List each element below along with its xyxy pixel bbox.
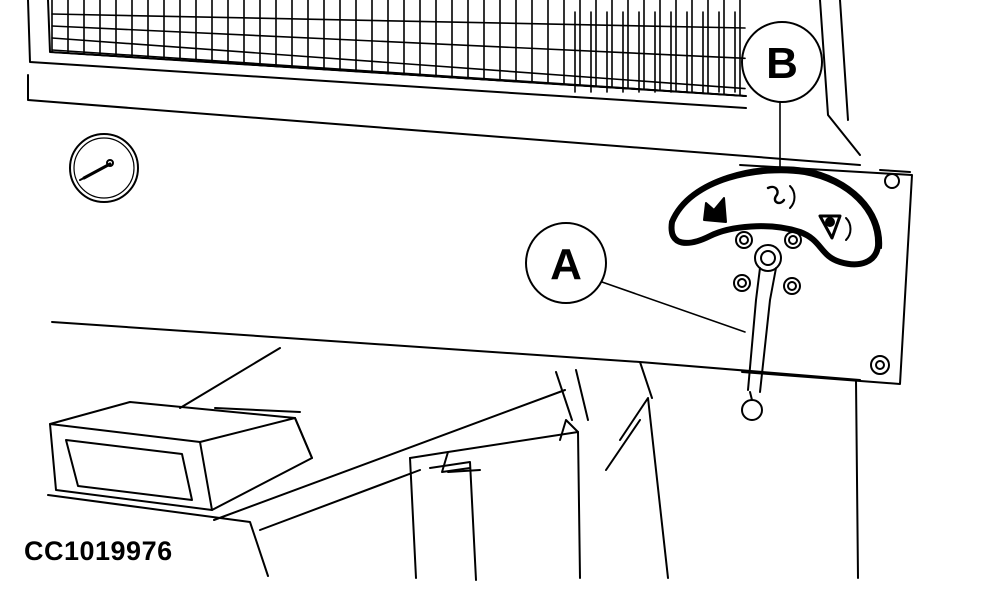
mesh-line (51, 25, 746, 60)
callout-a-label: A (550, 240, 582, 289)
window-mesh (51, 0, 746, 97)
seat-frame (47, 347, 859, 581)
mesh-line (51, 51, 746, 97)
figure-id: CC1019976 (24, 536, 173, 566)
bucket-mode-icon (703, 197, 727, 223)
control-lever (741, 244, 782, 421)
mesh-line (51, 13, 746, 29)
selector-arc (668, 166, 883, 268)
callout-a-circle (525, 222, 607, 304)
leader-lines (601, 101, 781, 333)
control-plate (739, 164, 913, 385)
center-mode-icon (766, 185, 786, 205)
console-box (49, 401, 313, 511)
callout-b-circle (741, 21, 823, 103)
callout-b-label: B (766, 39, 798, 88)
mounting-bolts (733, 231, 802, 295)
hydraulic-mode-icons (703, 185, 852, 241)
mesh-line (51, 37, 746, 90)
gauge-icon (69, 133, 139, 203)
cone-mode-icon (818, 214, 842, 240)
callouts (525, 21, 823, 304)
rear-window (27, 0, 861, 156)
